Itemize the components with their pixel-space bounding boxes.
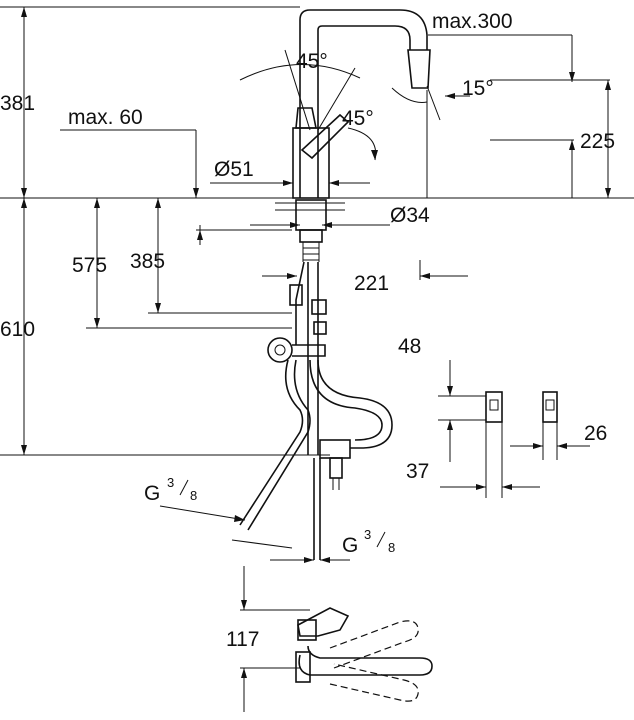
dim-d34: Ø34 (250, 204, 430, 228)
angle-15-label: 15° (462, 77, 494, 100)
dim-max60-label: max. 60 (68, 106, 143, 129)
dim-385: 385 (130, 198, 203, 313)
dim-225: 225 (490, 79, 615, 198)
dim-d51: Ø51 (210, 158, 370, 186)
dim-48-label: 48 (398, 335, 421, 358)
dim-37: 37 (406, 460, 540, 490)
dim-381-label: 381 (0, 92, 35, 115)
thread-right-g: G (342, 534, 358, 557)
dim-angle-15: 15° (391, 77, 494, 121)
faucet-elevation (239, 9, 431, 560)
dim-angle-45-top: 45° (239, 49, 361, 131)
thread-left: G 3 8 (144, 475, 293, 549)
dim-max300-label: max.300 (432, 10, 513, 33)
dim-37-label: 37 (406, 460, 429, 483)
dim-610: 610 (0, 198, 35, 455)
dim-221-label: 221 (354, 272, 389, 295)
cartridge-detail (438, 391, 558, 498)
thread-right-den: 8 (388, 540, 395, 555)
dim-max60: max. 60 (60, 106, 199, 198)
dim-117-label: 117 (226, 628, 259, 651)
dim-575-label: 575 (72, 254, 107, 277)
angle-45-top-label: 45° (296, 50, 328, 73)
thread-left-g: G (144, 482, 160, 505)
thread-left-num: 3 (167, 475, 174, 490)
dim-221: 221 (262, 272, 468, 295)
dim-26-label: 26 (584, 422, 607, 445)
dim-575: 575 (72, 198, 107, 328)
dim-225-label: 225 (580, 130, 615, 153)
dim-angle-45-mid: 45° (342, 107, 378, 161)
dim-d34-label: Ø34 (390, 204, 430, 227)
dim-117: 117 (226, 566, 259, 712)
dim-610-label: 610 (0, 318, 35, 341)
dim-max300: max.300 (428, 10, 575, 82)
thread-right-num: 3 (364, 527, 371, 542)
faucet-plan-view (240, 607, 433, 702)
thread-right: G 3 8 (270, 527, 395, 563)
thread-left-den: 8 (190, 488, 197, 503)
dim-48: 48 (398, 335, 453, 462)
dim-26: 26 (510, 422, 607, 449)
dim-385-label: 385 (130, 250, 165, 273)
dim-381: 381 (0, 7, 35, 198)
dim-d51-label: Ø51 (214, 158, 254, 181)
angle-45-mid-label: 45° (342, 107, 374, 130)
